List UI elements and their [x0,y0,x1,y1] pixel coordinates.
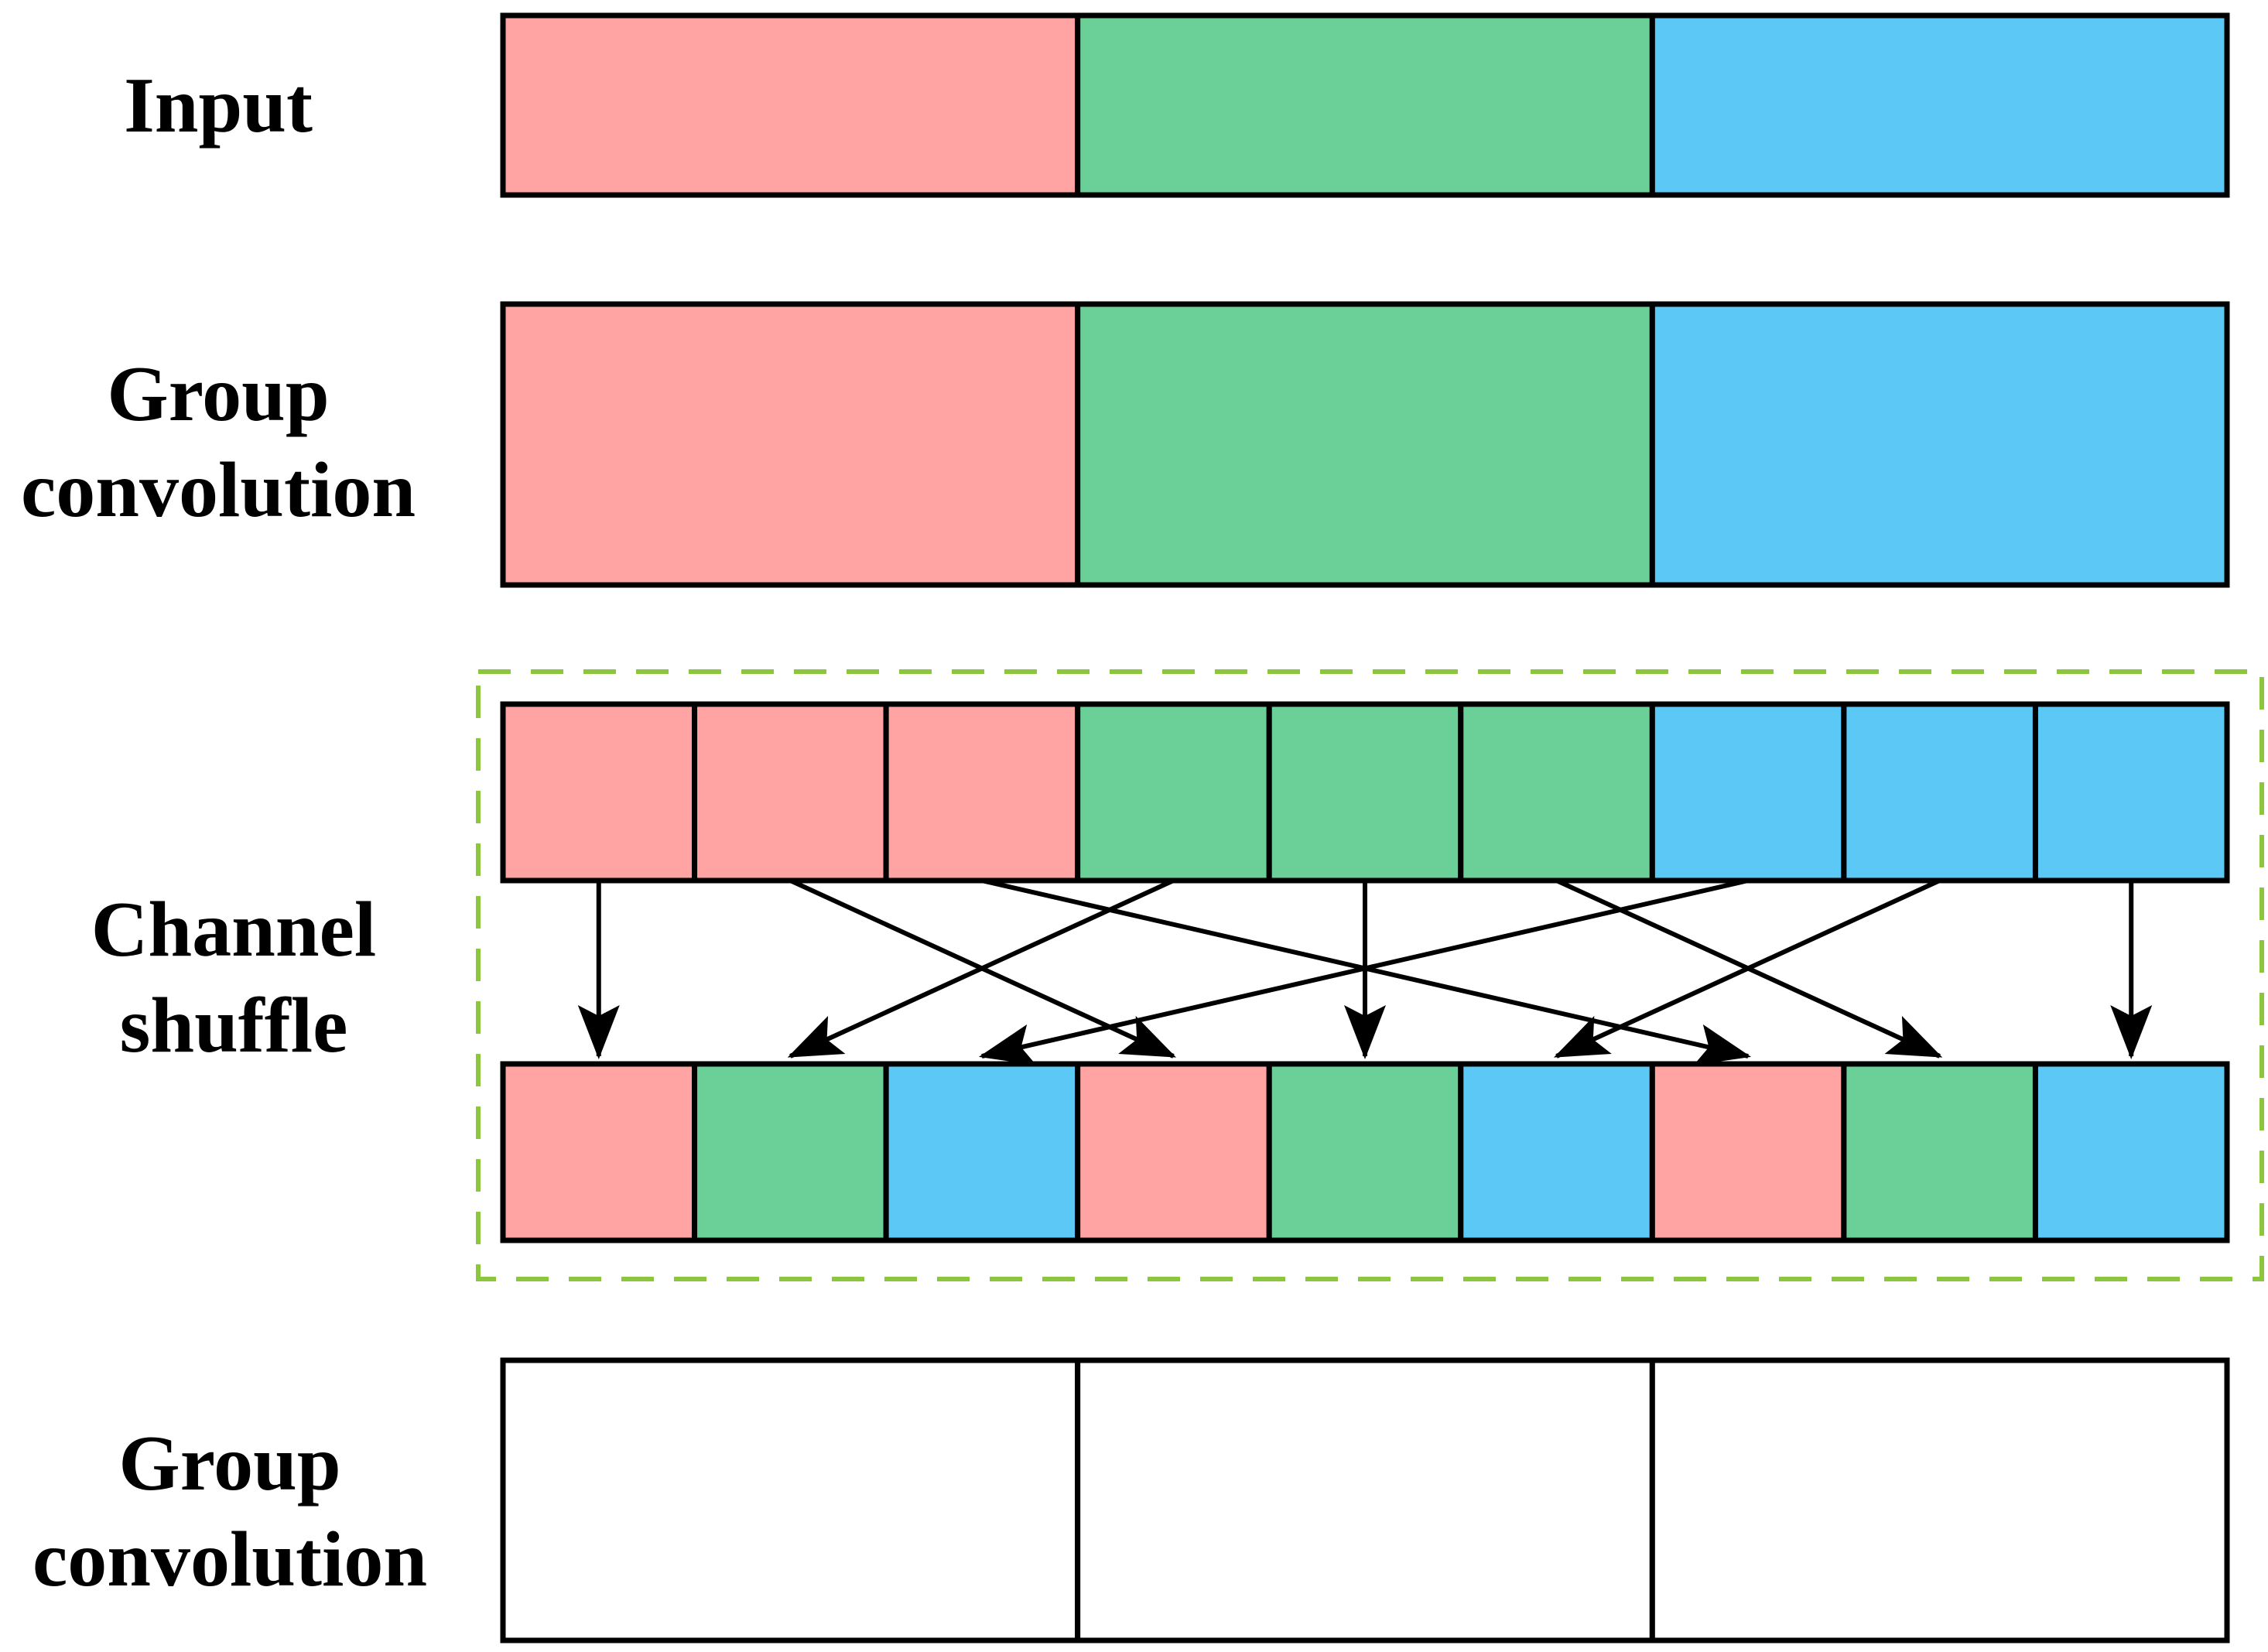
channel-shuffle-label: Channel shuffle [91,886,377,1069]
shuffle-dashed-frame [476,669,2264,1281]
shuffle-bottom-cell-5-green [1266,1061,1464,1243]
shuffle-arrows [577,878,2153,1065]
shuffle-bottom-cell-9-blue [2032,1061,2230,1243]
shuffle-top-cell-1-red [500,701,698,884]
input-block-3-blue [1649,12,2230,198]
group-conv-2-block-2-empty [1075,1357,1655,1643]
shuffle-top-cell-7-blue [1649,701,1847,884]
group-conv-1-block-3-blue [1649,301,2230,588]
shuffle-arrow-4-to-2 [787,878,1175,1059]
shuffle-input-row [500,701,2230,884]
shuffle-bottom-cell-3-blue [883,1061,1081,1243]
shuffle-top-cell-5-green [1266,701,1464,884]
shuffle-bottom-cell-2-green [692,1061,889,1243]
shuffle-bottom-cell-4-red [1075,1061,1272,1243]
input-label: Input [124,62,313,149]
group-convolution-label-2: Group convolution [32,1420,428,1603]
shuffle-top-cell-6-green [1458,701,1655,884]
shuffle-arrow-8-to-6 [1553,878,1941,1059]
input-block-1-red [500,12,1081,198]
shuffle-top-cell-9-blue [2032,701,2230,884]
group-convolution-row-2 [500,1357,2230,1643]
group-conv-2-block-1-empty [500,1357,1081,1643]
shuffle-top-cell-4-green [1075,701,1272,884]
shuffle-top-cell-8-blue [1841,701,2038,884]
group-conv-2-block-3-empty [1649,1357,2230,1643]
input-row [500,12,2230,198]
shuffle-bottom-cell-6-blue [1458,1061,1655,1243]
group-conv-1-block-2-green [1075,301,1655,588]
shuffle-bottom-cell-7-red [1649,1061,1847,1243]
shuffle-arrow-7-to-3 [978,878,1749,1065]
shuffle-bottom-cell-8-green [1841,1061,2038,1243]
shuffle-top-cell-3-red [883,701,1081,884]
group-convolution-label-1: Group convolution [20,351,416,534]
group-convolution-row-1 [500,301,2230,588]
shuffle-top-cell-2-red [692,701,889,884]
shuffle-output-row [500,1061,2230,1243]
input-block-2-green [1075,12,1655,198]
shuffle-bottom-cell-1-red [500,1061,698,1243]
group-conv-1-block-1-red [500,301,1081,588]
